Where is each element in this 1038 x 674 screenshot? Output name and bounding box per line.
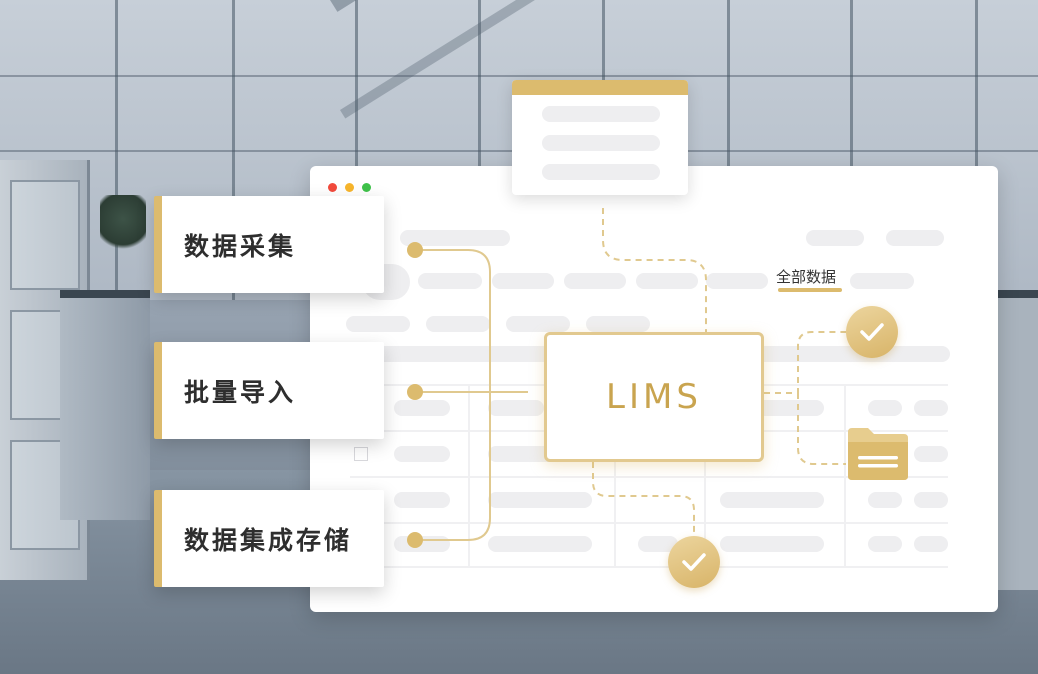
background-plant	[100, 195, 146, 255]
table-cell-placeholder	[394, 446, 450, 462]
placeholder-bar	[418, 273, 482, 289]
placeholder-bar	[706, 273, 768, 289]
window-minimize-dot	[345, 183, 354, 192]
window-mullion	[355, 0, 358, 300]
placeholder-bar	[506, 316, 570, 332]
window-mullion	[975, 0, 978, 300]
table-cell-placeholder	[488, 492, 592, 508]
table-cell-placeholder	[914, 446, 948, 462]
background-lab-bench	[998, 290, 1038, 590]
table-grid-line	[844, 384, 846, 566]
window-mullion	[478, 0, 481, 300]
placeholder-bar	[806, 230, 864, 246]
window-transom	[0, 75, 1038, 77]
table-cell-placeholder	[638, 536, 678, 552]
table-cell-placeholder	[720, 536, 824, 552]
placeholder-bar	[586, 316, 650, 332]
table-grid-line	[704, 384, 706, 566]
cabinet-door	[10, 180, 80, 290]
all-data-underline	[778, 288, 842, 292]
placeholder-bar	[542, 106, 660, 122]
placeholder-bar	[400, 230, 510, 246]
window-close-dot	[328, 183, 337, 192]
table-cell-placeholder	[914, 536, 948, 552]
table-cell-placeholder	[914, 400, 948, 416]
table-grid-line	[350, 522, 948, 524]
window-maximize-dot	[362, 183, 371, 192]
label-integrated-storage-text: 数据集成存储	[184, 525, 353, 555]
table-cell-placeholder	[720, 492, 824, 508]
window-mullion	[115, 0, 118, 300]
lims-center-box: LIMS	[544, 332, 764, 462]
table-cell-placeholder	[914, 492, 948, 508]
placeholder-bar	[564, 273, 626, 289]
table-cell-placeholder	[394, 536, 450, 552]
check-icon	[668, 536, 720, 588]
label-data-collection-text: 数据采集	[184, 231, 297, 261]
table-cell-placeholder	[868, 492, 902, 508]
folder-icon	[848, 428, 908, 480]
placeholder-bar	[542, 135, 660, 151]
placeholder-bar	[426, 316, 490, 332]
window-mullion	[727, 0, 730, 300]
check-icon	[846, 306, 898, 358]
lims-title: LIMS	[606, 377, 702, 417]
placeholder-bar	[636, 273, 698, 289]
all-data-tag: 全部数据	[776, 268, 837, 286]
label-data-collection: 数据采集	[154, 196, 384, 293]
label-batch-import-text: 批量导入	[184, 377, 297, 407]
table-cell-placeholder	[488, 400, 544, 416]
table-cell-placeholder	[394, 492, 450, 508]
window-mullion	[850, 0, 853, 300]
label-integrated-storage: 数据集成存储	[154, 490, 384, 587]
table-grid-line	[350, 566, 948, 568]
row-checkbox[interactable]	[354, 447, 368, 461]
label-batch-import: 批量导入	[154, 342, 384, 439]
window-mullion	[232, 0, 235, 300]
table-grid-line	[468, 384, 470, 566]
placeholder-bar	[346, 316, 410, 332]
table-cell-placeholder	[488, 536, 592, 552]
placeholder-bar	[542, 164, 660, 180]
placeholder-bar	[492, 273, 554, 289]
placeholder-bar	[886, 230, 944, 246]
table-cell-placeholder	[868, 536, 902, 552]
background-lab-bench	[60, 290, 150, 520]
placeholder-bar	[850, 273, 914, 289]
table-cell-placeholder	[868, 400, 902, 416]
table-cell-placeholder	[394, 400, 450, 416]
top-card-header-bar	[512, 80, 688, 95]
top-data-card	[512, 80, 688, 195]
